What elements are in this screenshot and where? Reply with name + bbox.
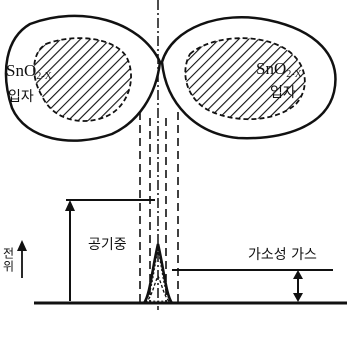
left-formula-sub: 2-X <box>36 71 52 82</box>
right-particle-formula: SnO2-X <box>256 60 302 80</box>
air-barrier-curve <box>142 243 174 304</box>
air-height-arrowhead <box>65 200 75 211</box>
left-grain-core <box>33 37 132 122</box>
right-formula-sub: 2-X <box>286 69 302 80</box>
left-grain-outline <box>4 14 162 142</box>
right-grain-outline <box>160 16 337 140</box>
right-grain-core <box>184 37 306 121</box>
gas-barrier-curve <box>144 274 172 304</box>
left-particle-formula: SnO2-X <box>6 62 52 82</box>
left-formula-main: SnO <box>6 61 37 80</box>
gas-height-arrowhead-down <box>293 293 303 302</box>
left-particle-name: 입자 <box>8 89 34 105</box>
potential-axis-label: 전위 <box>1 247 15 273</box>
air-barrier-fill <box>145 249 171 302</box>
potential-axis-arrowhead <box>17 240 27 251</box>
right-formula-main: SnO <box>256 59 287 78</box>
reducing-gas-label: 가소성 가스 <box>248 247 317 263</box>
air-label: 공기중 <box>88 237 127 253</box>
right-particle-name: 입자 <box>270 85 296 101</box>
gas-height-arrowhead-up <box>293 270 303 279</box>
